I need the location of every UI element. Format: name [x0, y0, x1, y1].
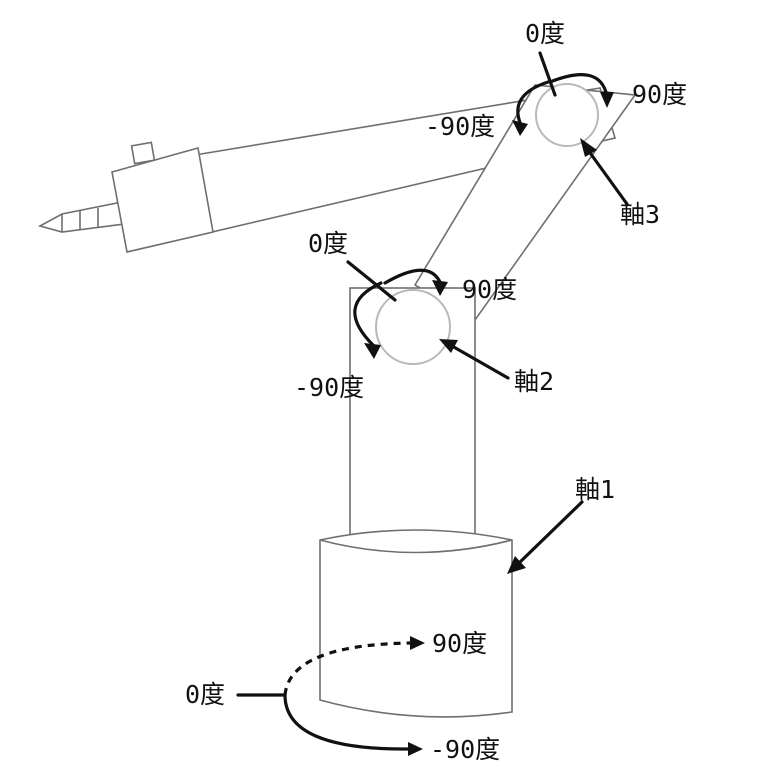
- joint2-zero-label: 0度: [308, 229, 348, 258]
- joint2-labels: 0度 90度 -90度 軸2: [294, 229, 554, 402]
- joint3-name-label: 軸3: [620, 200, 660, 229]
- joint2-rotation-arrows: [346, 260, 510, 380]
- joint2-circle: [375, 289, 451, 365]
- joint1-labels: 軸1 90度 0度 -90度: [185, 475, 615, 764]
- joint3-minus90-label: -90度: [425, 112, 495, 141]
- joint3-plus90-label: 90度: [632, 80, 687, 109]
- joint1-plus90-label: 90度: [432, 629, 487, 658]
- joint1-rotation-arrows: [236, 500, 584, 756]
- joint2-plus90-label: 90度: [462, 275, 517, 304]
- joint1-name-label: 軸1: [575, 475, 615, 504]
- joint3-zero-label: 0度: [525, 19, 565, 48]
- gripper: [37, 141, 214, 253]
- joint2-minus90-label: -90度: [294, 373, 364, 402]
- joint3-labels: 0度 90度 -90度 軸3: [425, 19, 687, 229]
- base-cylinder: [319, 529, 513, 718]
- joint3-circle: [535, 83, 599, 147]
- joint2-name-label: 軸2: [514, 367, 554, 396]
- joint1-zero-label: 0度: [185, 680, 225, 709]
- joint1-minus90-label: -90度: [430, 735, 500, 764]
- joint3-rotation-arrows: [512, 51, 629, 206]
